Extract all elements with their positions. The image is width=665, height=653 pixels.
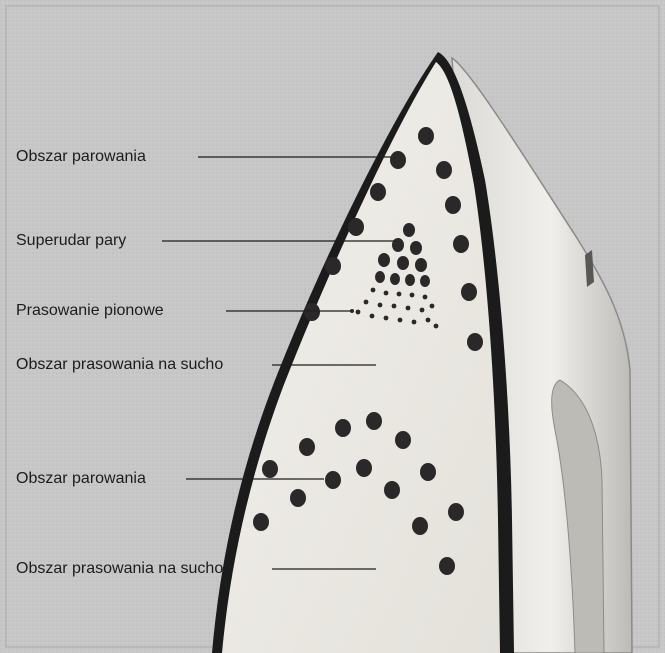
label-vertical-steam: Prasowanie pionowe bbox=[16, 302, 164, 320]
label-dry-area-bottom: Obszar prasowania na sucho bbox=[16, 560, 223, 578]
label-dry-area-middle: Obszar prasowania na sucho bbox=[16, 356, 223, 374]
label-steam-boost: Superudar pary bbox=[16, 232, 126, 250]
label-steam-area-top: Obszar parowania bbox=[16, 148, 146, 166]
label-steam-area-bottom: Obszar parowania bbox=[16, 470, 146, 488]
